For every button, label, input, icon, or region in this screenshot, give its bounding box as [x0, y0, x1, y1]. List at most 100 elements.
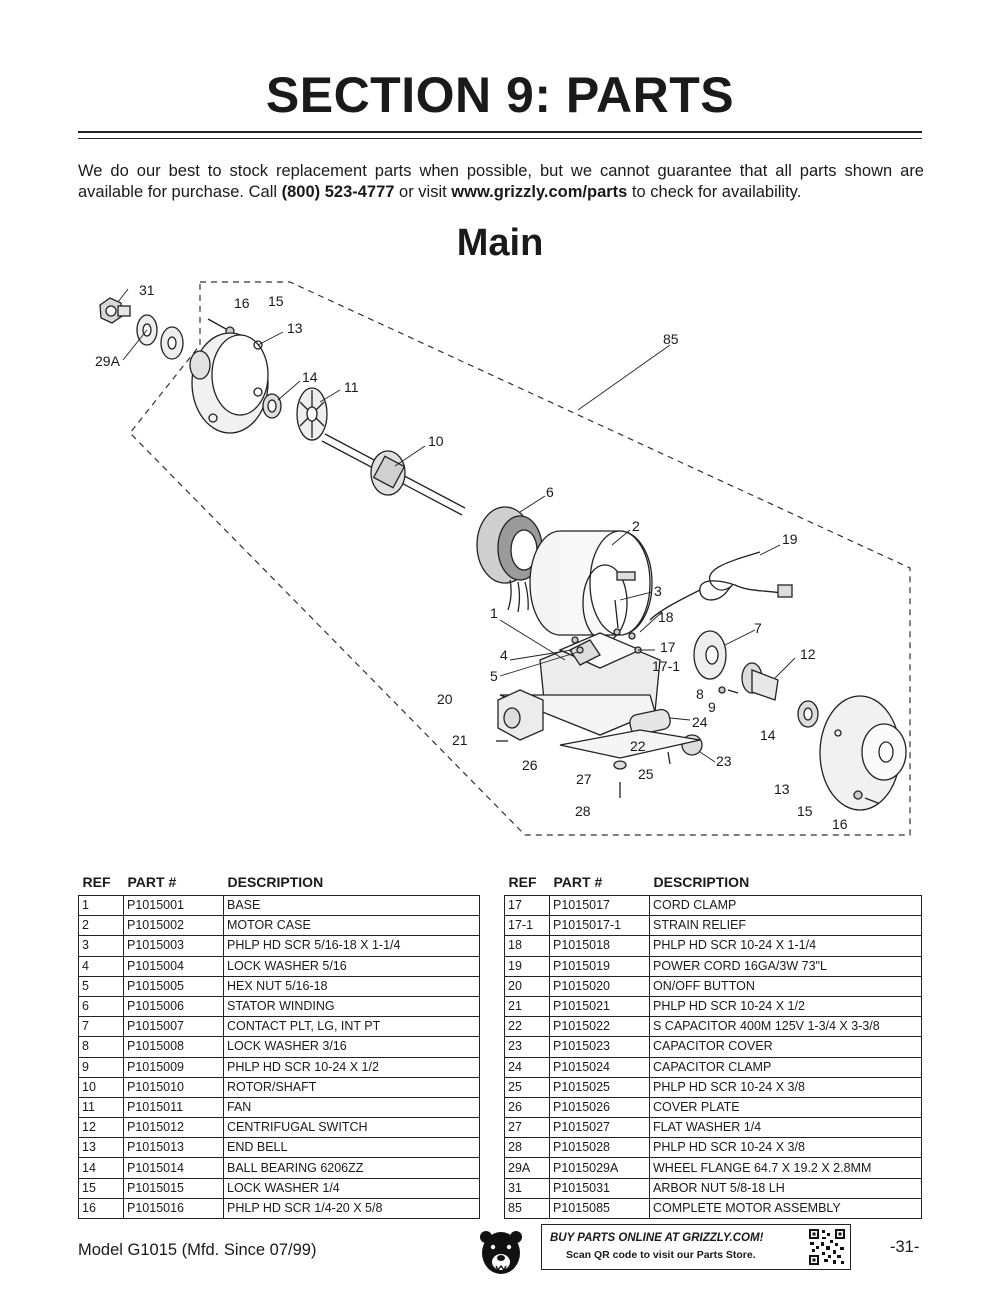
part-number-cell: P1015018	[549, 935, 650, 957]
end-bell-right-part	[819, 695, 907, 811]
part-number-cell: P1015010	[123, 1076, 224, 1098]
callout-10: 10	[428, 433, 444, 449]
ref-cell: 7	[78, 1016, 124, 1038]
callout-21: 21	[452, 732, 468, 748]
callout-3: 3	[654, 583, 662, 599]
callout-12: 12	[800, 646, 816, 662]
description-cell: FAN	[223, 1096, 480, 1119]
part-number-cell: P1015019	[549, 955, 650, 977]
description-cell: MOTOR CASE	[223, 915, 480, 937]
callout-22: 22	[630, 738, 646, 754]
description-cell: BASE	[223, 894, 480, 917]
description-cell: PHLP HD SCR 1/4-20 X 5/8	[223, 1197, 480, 1220]
ref-cell: 12	[78, 1117, 124, 1139]
ref-cell: 16	[78, 1197, 124, 1220]
ref-cell: 31	[504, 1177, 550, 1199]
callout-14: 14	[302, 369, 318, 385]
page-title: SECTION 9: PARTS	[265, 67, 735, 123]
ball-bearing-left-part	[262, 393, 282, 419]
motor-case-part	[529, 530, 653, 642]
centrifugal-switch-part	[741, 662, 779, 701]
parts-url-link[interactable]: www.grizzly.com/parts	[451, 183, 628, 201]
description-cell: CENTRIFUGAL SWITCH	[223, 1117, 480, 1139]
ref-cell: 85	[504, 1197, 550, 1220]
part-number-cell: P1015007	[123, 1016, 224, 1038]
ref-cell: 19	[504, 955, 550, 977]
part-number-cell: P1015012	[123, 1117, 224, 1139]
rotor-shaft-part	[321, 433, 466, 516]
ref-cell: 5	[78, 975, 124, 997]
end-bell-left-part	[189, 332, 269, 434]
ref-cell: 26	[504, 1096, 550, 1119]
callout-31: 31	[139, 282, 155, 298]
description-cell: CORD CLAMP	[649, 894, 922, 917]
callout-17-1: 17-1	[652, 658, 680, 674]
promo-subtext: Scan QR code to visit our Parts Store.	[566, 1249, 756, 1261]
description-cell: WHEEL FLANGE 64.7 X 19.2 X 2.8MM	[649, 1157, 922, 1179]
ref-cell: 21	[504, 995, 550, 1018]
table-header-row: REF PART # DESCRIPTION	[505, 872, 922, 896]
description-cell: CAPACITOR COVER	[649, 1036, 922, 1058]
part-number-cell: P1015085	[549, 1197, 650, 1220]
contact-plate-part	[693, 630, 727, 680]
column-header-part: PART #	[127, 874, 177, 890]
description-cell: LOCK WASHER 1/4	[223, 1177, 480, 1199]
description-cell: STRAIN RELIEF	[649, 915, 922, 937]
part-number-cell: P1015006	[123, 995, 224, 1018]
switch-box-part	[497, 689, 544, 741]
part-number-cell: P1015024	[549, 1056, 650, 1078]
buy-parts-banner[interactable]: BUY PARTS ONLINE AT GRIZZLY.COM! Scan QR…	[541, 1224, 851, 1270]
part-number-cell: P1015014	[123, 1157, 224, 1179]
ref-cell: 29A	[504, 1157, 550, 1179]
table-header-row: REF PART # DESCRIPTION	[79, 872, 480, 896]
callout-13-right: 13	[774, 781, 790, 797]
base-screw-part	[613, 760, 627, 798]
part-number-cell: P1015028	[549, 1137, 650, 1159]
description-cell: PHLP HD SCR 10-24 X 1/2	[223, 1056, 480, 1078]
ref-cell: 3	[78, 935, 124, 957]
callout-13: 13	[287, 320, 303, 336]
part-number-cell: P1015015	[123, 1177, 224, 1199]
callout-15-right: 15	[797, 803, 813, 819]
callout-27: 27	[576, 771, 592, 787]
callout-29a: 29A	[95, 353, 121, 369]
wheel-flange-part	[136, 314, 184, 360]
description-cell: COVER PLATE	[649, 1096, 922, 1119]
switch-screw-part	[718, 686, 739, 694]
phone-number: (800) 523-4777	[281, 183, 395, 201]
intro-text-2: or visit	[394, 183, 452, 201]
clamp-screw-part	[667, 751, 671, 765]
callout-7: 7	[754, 620, 762, 636]
description-cell: END BELL	[223, 1137, 480, 1159]
callout-20: 20	[437, 691, 453, 707]
callout-26: 26	[522, 757, 538, 773]
ref-cell: 20	[504, 975, 550, 997]
qr-code-icon[interactable]	[808, 1228, 846, 1266]
ref-cell: 11	[78, 1096, 124, 1119]
column-header-ref: REF	[82, 874, 111, 890]
description-cell: LOCK WASHER 5/16	[223, 955, 480, 977]
description-cell: COMPLETE MOTOR ASSEMBLY	[649, 1197, 922, 1220]
part-number-cell: P1015017-1	[549, 915, 650, 937]
description-cell: ON/OFF BUTTON	[649, 975, 922, 997]
part-number-cell: P1015005	[123, 975, 224, 997]
model-footer: Model G1015 (Mfd. Since 07/99)	[78, 1241, 317, 1259]
